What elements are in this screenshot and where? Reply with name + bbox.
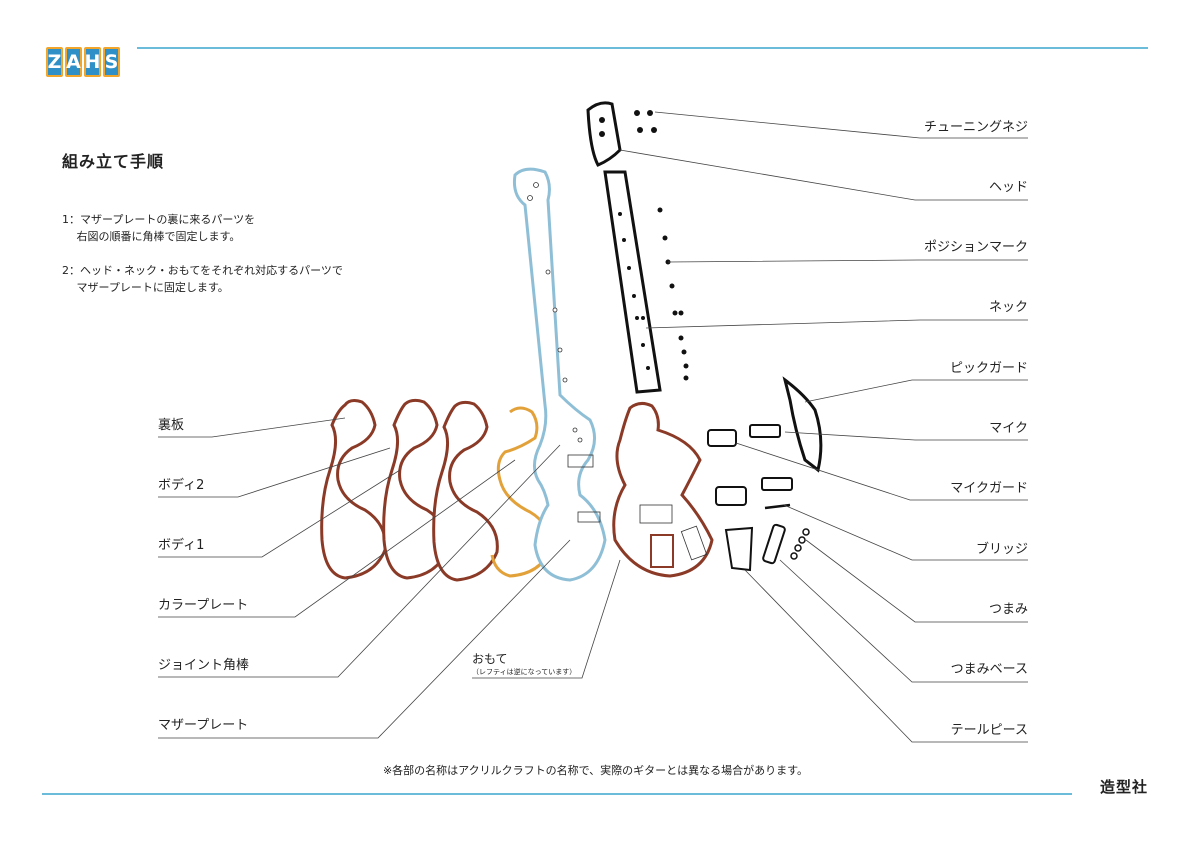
body-layers [320,167,714,582]
mother-neck-holes [527,182,583,443]
logo-letter: Z [46,47,63,77]
front-body-shape [612,401,714,578]
label-tailpiece: テールピース [950,723,1028,738]
hardware-parts [707,424,793,572]
color-plate-shape [490,406,552,578]
label-tuning-screws: チューニングネジ [923,120,1028,135]
back-plate-shape [320,399,387,580]
label-color-plate: カラープレート [158,598,249,613]
pickup [749,424,781,438]
pickguard-shape [782,376,823,473]
logo-letter: H [84,47,101,77]
label-bridge: ブリッジ [975,542,1028,557]
leader-lines-right [619,111,1028,743]
label-body-2: ボディ2 [158,478,205,493]
knobs [790,528,810,560]
pickup-guard [715,486,747,506]
front-cutout [650,534,674,568]
tuning-screws [599,110,657,137]
label-head: ヘッド [988,180,1028,195]
position-marks [618,207,689,381]
pickup [761,477,793,491]
zahs-logo: Z A H S [46,47,120,79]
mother-cutout [577,511,601,523]
label-front-note: （レフティは逆になっています） [472,668,577,676]
front-label-bracket [472,559,621,679]
label-knobs: つまみ [988,602,1028,617]
bridge [764,503,791,510]
label-neck: ネック [988,300,1028,315]
front-cutout [639,504,673,524]
instruction-step-2: 2：ヘッド・ネック・おもてをそれぞれ対応するパーツで マザープレートに固定します… [62,264,343,294]
leader-lines-left [158,417,571,739]
body-1-shape [432,400,499,582]
publisher-logo: 造型社 [1100,778,1149,796]
front-cutout [680,525,708,561]
label-pickguard: ピックガード [949,361,1028,376]
tailpiece [724,526,754,572]
label-knob-base: つまみベース [950,662,1028,677]
neck-shape [603,170,662,394]
label-position-marks: ポジションマーク [923,240,1028,255]
mother-plate-shape [513,167,607,582]
logo-letter: S [103,47,120,77]
label-back-plate: 裏板 [158,418,185,433]
label-joint-bar: ジョイント角棒 [158,658,250,673]
knob-base [762,523,786,565]
label-mother-plate: マザープレート [158,718,249,733]
mother-cutout [567,454,594,468]
pickup-guard [707,429,737,447]
label-front: おもて [472,652,508,666]
logo-letter: A [65,47,82,77]
label-pickup: マイク [989,421,1028,436]
label-body-1: ボディ1 [158,538,205,553]
label-pickup-guard: マイクガード [950,481,1028,496]
page-title: 組み立て手順 [62,152,165,171]
instruction-step-1: 1：マザープレートの裏に来るパーツを 右図の順番に角棒で固定します。 [62,213,256,243]
footnote: ※各部の名称はアクリルクラフトの名称で、実際のギターとは異なる場合があります。 [382,764,809,777]
